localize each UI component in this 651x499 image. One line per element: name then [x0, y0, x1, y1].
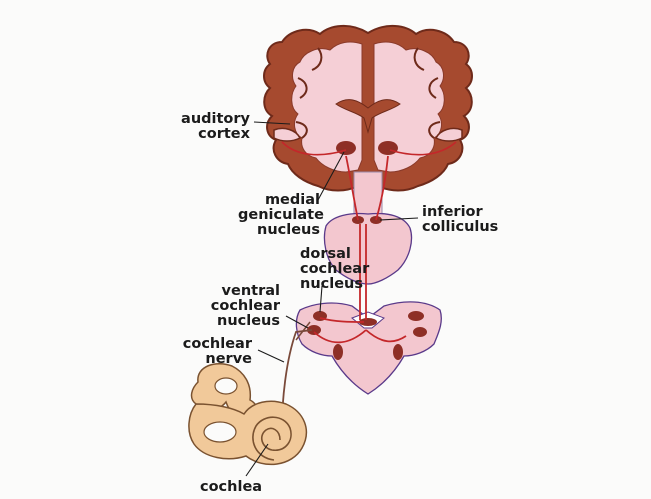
medullary-nucleus-right-lower [413, 327, 427, 337]
label-dorsal-cochlear-nucleus: dorsal cochlear nucleus [300, 247, 370, 292]
label-auditory-cortex: auditory cortex [170, 112, 250, 142]
label-inferior-colliculus: inferior colliculus [422, 205, 512, 235]
label-ventral-cochlear-nucleus: ventral cochlear nucleus [200, 284, 280, 329]
label-cochlea: cochlea [200, 480, 280, 495]
label-medial-geniculate-nucleus: medial geniculate nucleus [238, 193, 320, 238]
canal-hole-top [215, 378, 237, 394]
medullary-nucleus-right-upper [408, 311, 424, 321]
brainstem-stalk [354, 172, 382, 216]
superior-olive-right [393, 344, 403, 360]
medial-geniculate-nucleus-right [378, 141, 398, 155]
inner-ear [189, 364, 306, 465]
vestibule-hole [204, 422, 236, 442]
leader-cochlear-nerve [258, 350, 284, 362]
brain-coronal-section [264, 26, 472, 191]
medial-geniculate-nucleus-left [336, 141, 356, 155]
superior-olive-left [333, 344, 343, 360]
label-cochlear-nerve: cochlear nerve [172, 337, 252, 367]
